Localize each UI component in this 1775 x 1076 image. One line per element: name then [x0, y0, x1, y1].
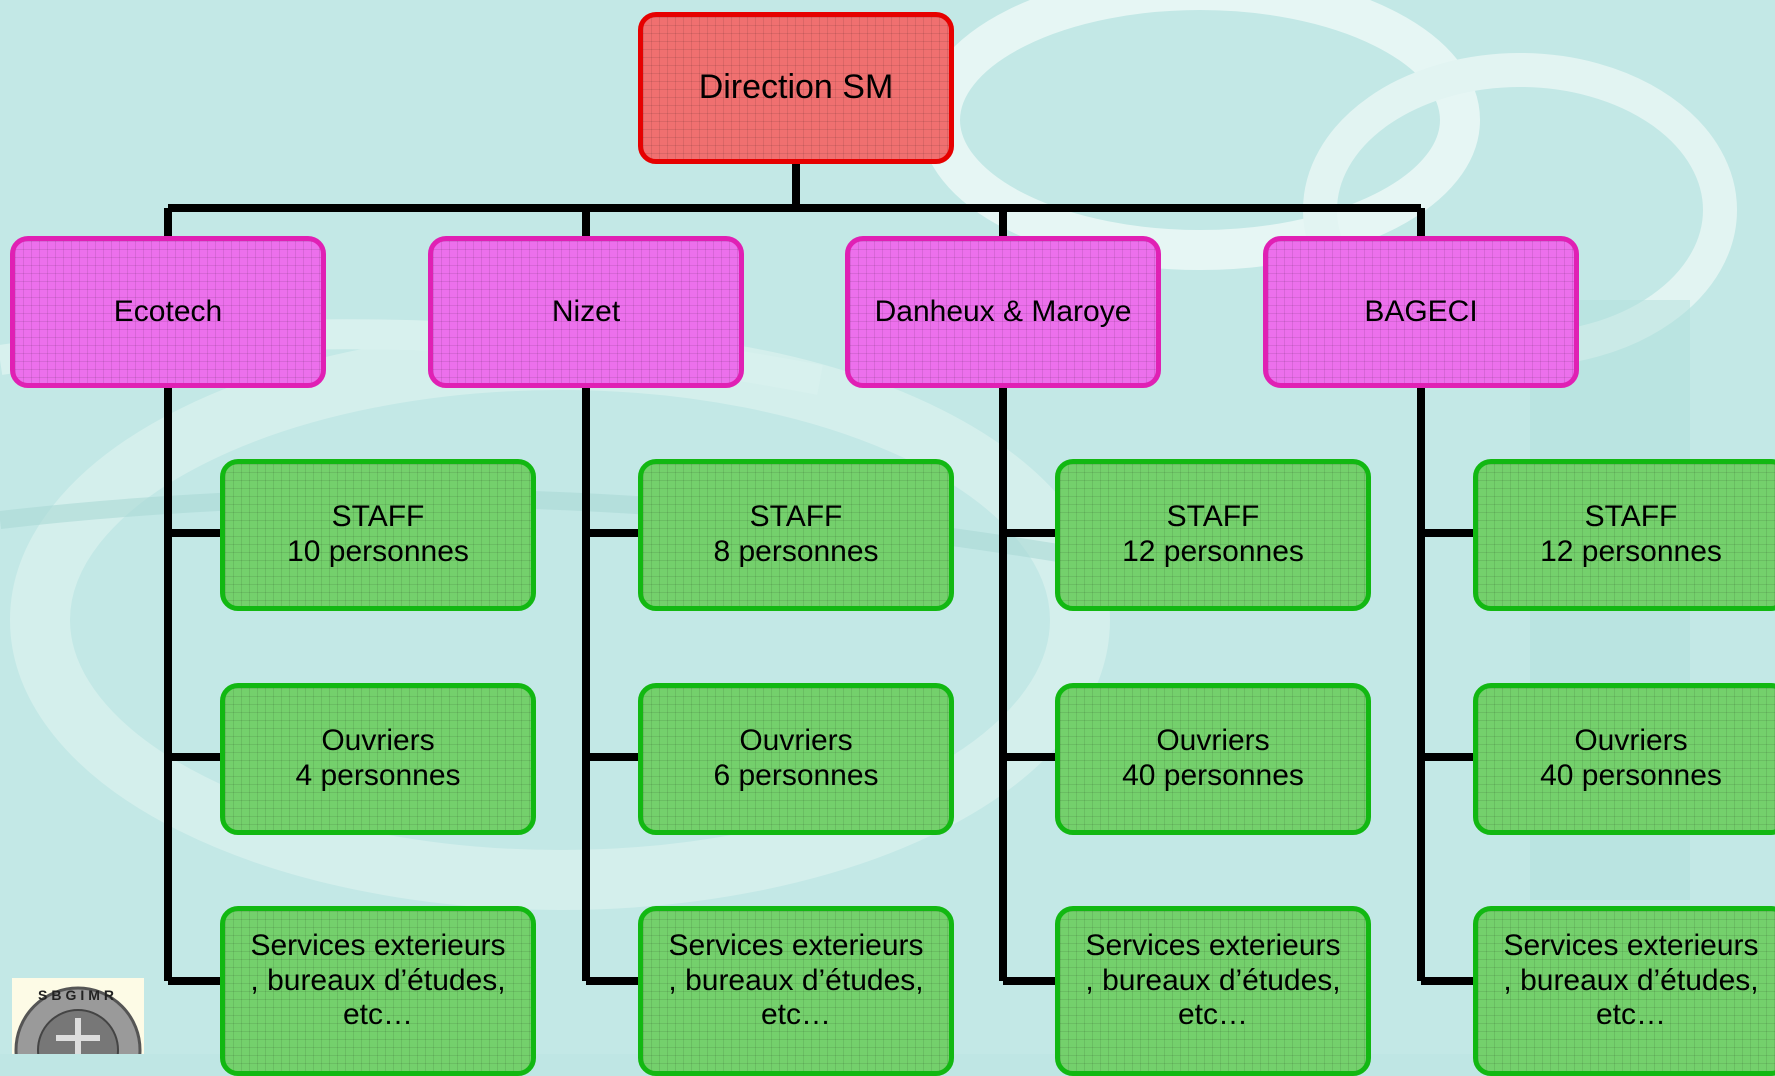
- root-label: Direction SM: [698, 68, 894, 107]
- company-node-danheux-maroye: Danheux & Maroye: [845, 236, 1161, 388]
- company-name: Nizet: [551, 294, 621, 328]
- root-node-direction-sm: Direction SM: [638, 12, 954, 164]
- unit-count: 8 personnes: [713, 535, 879, 568]
- unit-title: STAFF: [1166, 500, 1260, 534]
- unit-node-ouvriers: Ouvriers 40 personnes: [1473, 683, 1775, 835]
- unit-node-services-exterieurs: Services exterieurs , bureaux d’études, …: [1055, 906, 1371, 1076]
- unit-count: 40 personnes: [1122, 759, 1304, 792]
- unit-detail: , bureaux d’études,: [1503, 963, 1759, 997]
- sbgimr-logo: SBGIMR: [12, 978, 144, 1054]
- unit-node-ouvriers: Ouvriers 6 personnes: [638, 683, 954, 835]
- unit-title: Services exterieurs: [1503, 928, 1759, 962]
- unit-node-services-exterieurs: Services exterieurs , bureaux d’études, …: [1473, 906, 1775, 1076]
- unit-node-staff: STAFF 8 personnes: [638, 459, 954, 611]
- unit-node-ouvriers: Ouvriers 4 personnes: [220, 683, 536, 835]
- unit-title: Ouvriers: [321, 724, 435, 758]
- unit-etc: etc…: [760, 998, 832, 1032]
- unit-count: 6 personnes: [713, 759, 879, 792]
- unit-node-staff: STAFF 10 personnes: [220, 459, 536, 611]
- company-name: Ecotech: [113, 294, 223, 328]
- unit-title: STAFF: [749, 500, 843, 534]
- unit-detail: , bureaux d’études,: [668, 963, 924, 997]
- connector-lines: [164, 161, 1475, 985]
- unit-detail: , bureaux d’études,: [1085, 963, 1341, 997]
- unit-title: STAFF: [1584, 500, 1678, 534]
- unit-node-services-exterieurs: Services exterieurs , bureaux d’études, …: [638, 906, 954, 1076]
- company-name: BAGECI: [1364, 294, 1478, 328]
- company-name: Danheux & Maroye: [874, 294, 1132, 328]
- unit-title: Services exterieurs: [250, 928, 506, 962]
- company-node-nizet: Nizet: [428, 236, 744, 388]
- company-node-ecotech: Ecotech: [10, 236, 326, 388]
- unit-node-services-exterieurs: Services exterieurs , bureaux d’études, …: [220, 906, 536, 1076]
- unit-etc: etc…: [342, 998, 414, 1032]
- unit-node-staff: STAFF 12 personnes: [1473, 459, 1775, 611]
- unit-count: 40 personnes: [1540, 759, 1722, 792]
- unit-count: 12 personnes: [1540, 535, 1722, 568]
- unit-title: Ouvriers: [1156, 724, 1270, 758]
- unit-node-ouvriers: Ouvriers 40 personnes: [1055, 683, 1371, 835]
- unit-title: Services exterieurs: [1085, 928, 1341, 962]
- unit-etc: etc…: [1595, 998, 1667, 1032]
- company-node-bageci: BAGECI: [1263, 236, 1579, 388]
- unit-count: 4 personnes: [295, 759, 461, 792]
- unit-title: Services exterieurs: [668, 928, 924, 962]
- unit-title: Ouvriers: [739, 724, 853, 758]
- unit-count: 10 personnes: [287, 535, 469, 568]
- unit-title: Ouvriers: [1574, 724, 1688, 758]
- unit-node-staff: STAFF 12 personnes: [1055, 459, 1371, 611]
- unit-count: 12 personnes: [1122, 535, 1304, 568]
- unit-detail: , bureaux d’études,: [250, 963, 506, 997]
- logo-text: SBGIMR: [38, 987, 118, 1003]
- unit-etc: etc…: [1177, 998, 1249, 1032]
- unit-title: STAFF: [331, 500, 425, 534]
